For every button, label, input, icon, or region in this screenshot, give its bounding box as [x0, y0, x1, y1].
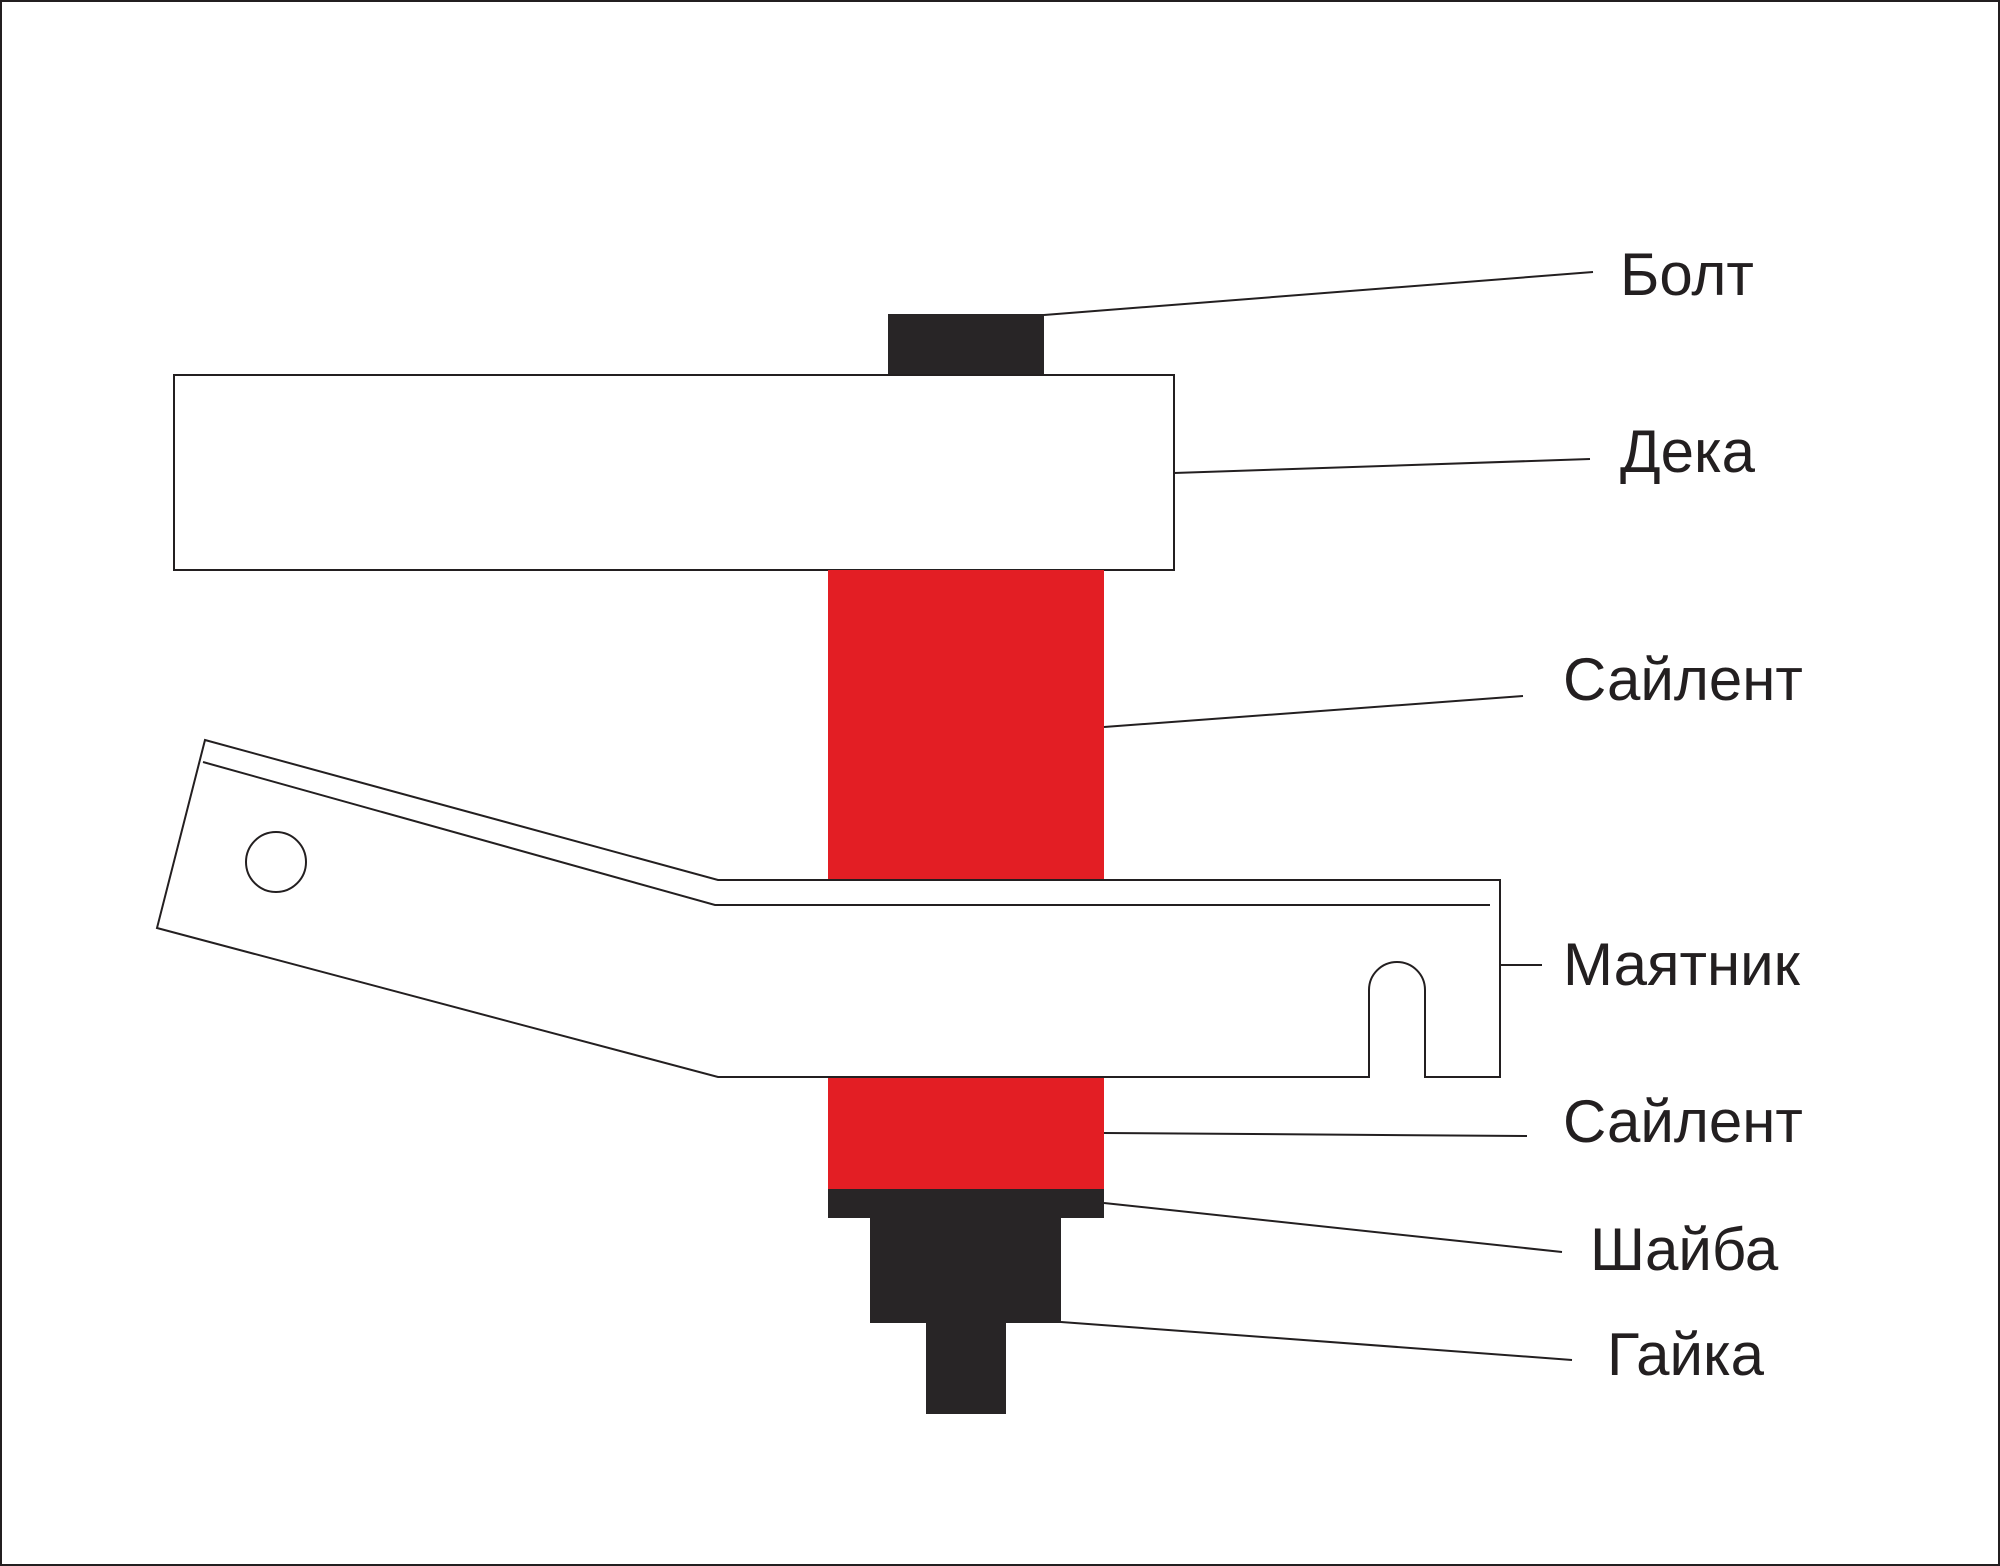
- bushing-bottom-label: Сайлент: [1563, 1088, 1803, 1155]
- pivot-hole-shape: [245, 831, 307, 893]
- bushing-top-leader-line: [1103, 695, 1524, 728]
- deck-label: Дека: [1620, 418, 1756, 485]
- pendulum-shape: [155, 738, 1501, 1078]
- pendulum-inner-line: [202, 761, 1490, 906]
- nut-shape: [870, 1217, 1061, 1323]
- bolt-leader-line: [1043, 271, 1594, 316]
- bushing-bottom-leader-line: [1103, 1132, 1528, 1137]
- nut-label: Гайка: [1607, 1321, 1765, 1388]
- deck-leader-line: [1173, 458, 1591, 474]
- washer-leader-line: [1103, 1202, 1563, 1253]
- pendulum-label: Маятник: [1563, 931, 1801, 998]
- nut-leader-line: [1060, 1321, 1573, 1361]
- bolt-label: Болт: [1620, 241, 1754, 308]
- bushing-top-label: Сайлент: [1563, 646, 1803, 713]
- bolt-head-shape: [888, 314, 1044, 378]
- washer-label: Шайба: [1590, 1216, 1779, 1283]
- deck-shape: [173, 374, 1175, 571]
- bolt-end-shape: [926, 1322, 1006, 1414]
- washer-shape: [828, 1189, 1104, 1218]
